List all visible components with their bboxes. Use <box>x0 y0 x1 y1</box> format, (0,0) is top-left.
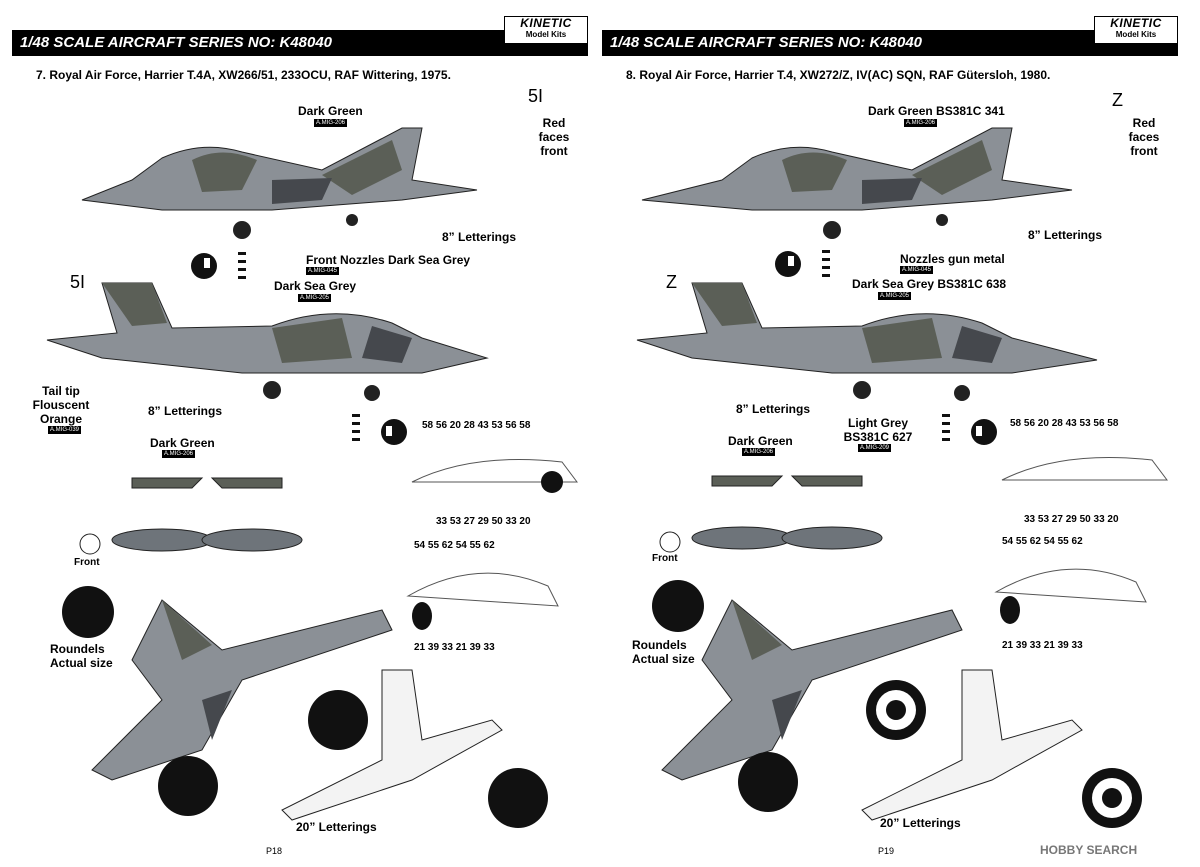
logo-sub: Model Kits <box>525 30 567 39</box>
label-front: Front <box>652 553 678 564</box>
label-8in-letterings-a: 8” Letterings <box>442 230 517 244</box>
scheme-title: 8. Royal Air Force, Harrier T.4, XW272/Z… <box>626 68 1051 82</box>
page-number: P19 <box>878 846 895 856</box>
canopy-top-numbers: 58 56 20 28 43 53 56 58 <box>1010 418 1119 429</box>
canopy2-top-numbers: 54 55 62 54 55 62 <box>414 540 495 551</box>
canopy-detail-1 <box>411 459 578 493</box>
code-tank-dark-green: A.MIG-206 <box>162 450 196 458</box>
logo-sub: Model Kits <box>1115 30 1157 39</box>
aircraft-bottom-view <box>281 669 503 821</box>
label-dark-sea-grey: Dark Sea Grey BS381C 638 <box>852 277 1007 291</box>
code-light-grey: A.MIG-209 <box>858 444 892 452</box>
intake-detail-2 <box>352 414 407 445</box>
label-roundels: Roundels Actual size <box>50 642 113 670</box>
label-tail-tip: Tail tip Flouscent Orange <box>32 384 90 426</box>
code-letter-bottom: 5I <box>70 272 86 292</box>
code-tank-dark-green: A.MIG-206 <box>742 448 776 456</box>
label-dark-green: Dark Green BS381C 341 <box>868 104 1005 118</box>
code-letter-top: 5I <box>528 86 544 106</box>
page-number: P18 <box>266 846 283 856</box>
hobby-search-watermark: HOBBY SEARCH <box>1040 843 1138 857</box>
aircraft-side-profile-left <box>81 127 478 239</box>
aircraft-bottom-view <box>861 669 1083 821</box>
canopy2-top-numbers: 54 55 62 54 55 62 <box>1002 536 1083 547</box>
roundels-right <box>652 580 1142 828</box>
canopy-bottom-numbers: 33 53 27 29 50 33 20 <box>436 516 531 527</box>
label-red-faces: Red faces front <box>1128 116 1160 158</box>
label-tank-dark-green: Dark Green <box>150 436 215 450</box>
drop-tanks <box>659 475 883 553</box>
code-nozzles: A.MIG-045 <box>900 266 934 274</box>
scheme-title: 7. Royal Air Force, Harrier T.4A, XW266/… <box>36 68 451 82</box>
aircraft-side-profile-left <box>641 127 1073 239</box>
kinetic-logo: KINETIC Model Kits <box>504 16 588 44</box>
aircraft-top-view <box>91 599 393 781</box>
label-8in-letterings-b: 8” Letterings <box>148 404 223 418</box>
intake-detail <box>775 250 830 277</box>
label-nozzles: Nozzles gun metal <box>900 252 1005 266</box>
page-header: 1/48 SCALE AIRCRAFT SERIES NO: K48040 <box>12 30 588 56</box>
label-dark-green: Dark Green <box>298 104 363 118</box>
logo-brand: KINETIC <box>520 16 572 30</box>
label-20in-letterings: 20” Letterings <box>880 816 961 830</box>
code-dark-green: A.MIG-206 <box>314 119 348 127</box>
roundels-left <box>62 586 548 828</box>
aircraft-side-profile-right <box>46 282 489 401</box>
aircraft-side-profile-right <box>636 282 1098 401</box>
code-dark-green: A.MIG-206 <box>904 119 938 127</box>
intake-detail <box>191 252 246 279</box>
intake-detail-2 <box>942 414 997 445</box>
label-front: Front <box>74 557 100 568</box>
canopy-top-numbers: 58 56 20 28 43 53 56 58 <box>422 420 531 431</box>
canopy-bottom-numbers: 33 53 27 29 50 33 20 <box>1024 514 1119 525</box>
page-p19: 1/48 SCALE AIRCRAFT SERIES NO: K48040 KI… <box>602 0 1190 867</box>
code-dark-sea-grey: A.MIG-205 <box>298 294 332 302</box>
label-roundels: Roundels Actual size <box>632 638 695 666</box>
label-20in-letterings: 20” Letterings <box>296 820 377 834</box>
page-header: 1/48 SCALE AIRCRAFT SERIES NO: K48040 <box>602 30 1178 56</box>
aircraft-top-view <box>661 599 963 781</box>
label-dark-sea-grey: Dark Sea Grey <box>274 279 357 293</box>
page-p18: 1/48 SCALE AIRCRAFT SERIES NO: K48040 KI… <box>12 0 600 867</box>
drop-tanks <box>79 477 303 555</box>
kinetic-logo: KINETIC Model Kits <box>1094 16 1178 44</box>
label-light-grey: Light Grey BS381C 627 <box>843 416 913 444</box>
canopy-detail-2 <box>994 568 1147 624</box>
canopy2-bottom-numbers: 21 39 33 21 39 33 <box>1002 640 1083 651</box>
label-8in-letterings-a: 8” Letterings <box>1028 228 1103 242</box>
code-nozzles: A.MIG-045 <box>306 267 340 275</box>
canopy-detail-1 <box>1001 457 1168 481</box>
code-tail-tip: A.MIG-039 <box>48 426 82 434</box>
label-red-faces: Red faces front <box>538 116 570 158</box>
code-letter-top: Z <box>1112 90 1123 110</box>
label-tank-dark-green: Dark Green <box>728 434 793 448</box>
logo-brand: KINETIC <box>1110 16 1162 30</box>
code-letter-bottom: Z <box>666 272 677 292</box>
canopy-detail-2 <box>406 572 559 630</box>
label-8in-letterings-b: 8” Letterings <box>736 402 811 416</box>
canopy2-bottom-numbers: 21 39 33 21 39 33 <box>414 642 495 653</box>
label-nozzles: Front Nozzles Dark Sea Grey <box>306 253 471 267</box>
code-dark-sea-grey: A.MIG-205 <box>878 292 912 300</box>
